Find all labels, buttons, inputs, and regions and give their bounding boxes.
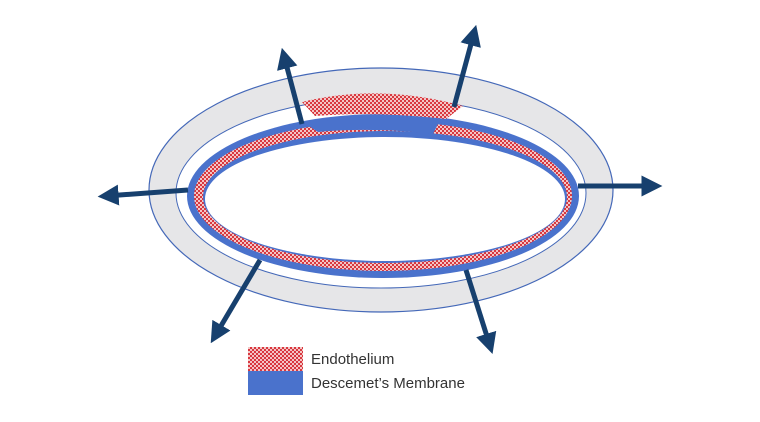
descemet-swatch bbox=[248, 371, 303, 395]
arrow-icon bbox=[463, 269, 497, 355]
legend-item-endothelium: Endothelium bbox=[248, 347, 465, 371]
arrow-icon bbox=[451, 24, 481, 108]
arrow-icon bbox=[97, 184, 189, 206]
arrow-icon bbox=[277, 47, 305, 125]
arrow-icon bbox=[210, 258, 263, 344]
legend-label: Endothelium bbox=[311, 350, 395, 368]
inner-lumen bbox=[205, 137, 565, 261]
arrows bbox=[97, 24, 663, 355]
curled-membrane-flap bbox=[302, 93, 463, 119]
legend: Endothelium Descemet’s Membrane bbox=[248, 347, 465, 395]
legend-item-descemet: Descemet’s Membrane bbox=[248, 371, 465, 395]
endothelium-swatch bbox=[248, 347, 303, 371]
curled-membrane-flap-edge bbox=[304, 117, 440, 134]
legend-label: Descemet’s Membrane bbox=[311, 374, 465, 392]
